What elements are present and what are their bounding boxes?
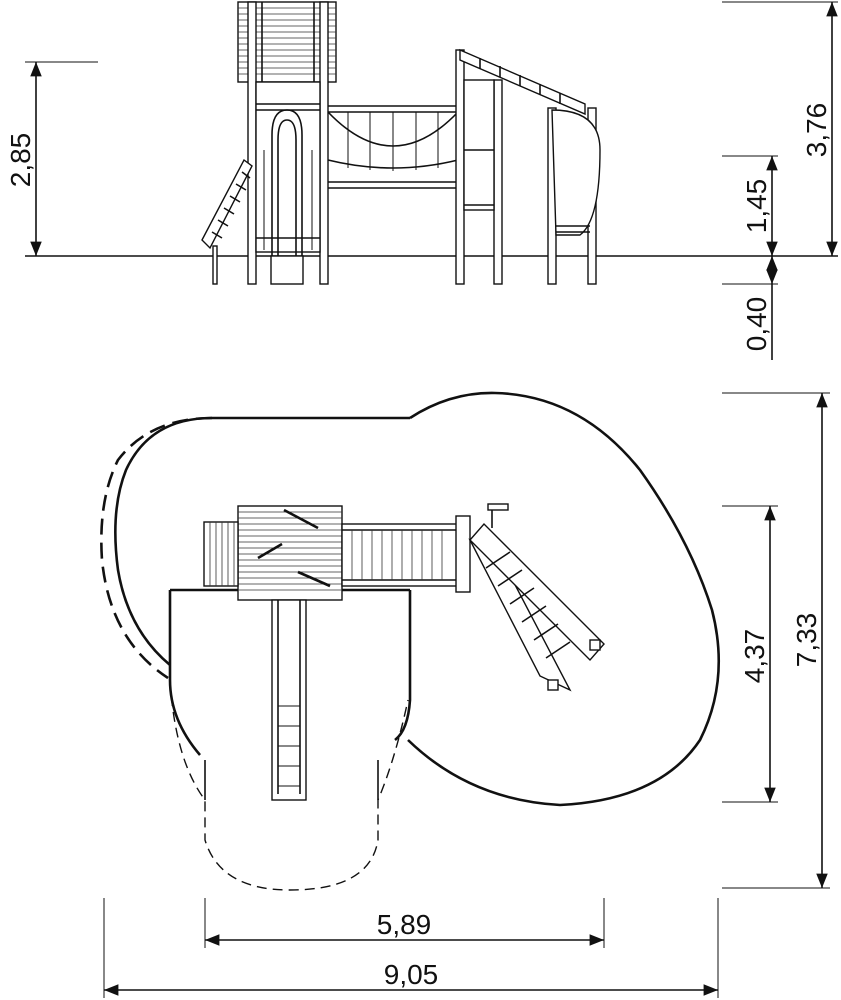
label-total-height: 3,76 (801, 103, 832, 158)
label-free-fall-height: 1,45 (741, 179, 772, 234)
plan-monkey-bars (468, 503, 605, 692)
label-total-depth: 7,33 (791, 613, 822, 668)
dimension-total-width: 9,05 (103, 898, 719, 998)
plan-ladder (203, 521, 239, 587)
label-total-width: 9,05 (384, 959, 439, 990)
dimension-total-depth: 7,33 (722, 392, 830, 889)
dimension-inner-depth: 4,37 (722, 505, 778, 803)
plan-bridge (341, 515, 471, 593)
label-platform-height: 2,85 (5, 133, 36, 188)
plan-slide (271, 599, 307, 801)
dimension-foundation-depth: 0,40 (722, 255, 778, 360)
climbing-panel (547, 107, 601, 285)
dimension-inner-width: 5,89 (204, 898, 605, 948)
dimension-total-height: 3,76 (722, 1, 838, 256)
safety-zone-outline (394, 391, 720, 807)
elevation-view: 2,85 3,76 1,45 0,40 (5, 1, 838, 360)
second-tower (455, 49, 503, 285)
bridge (327, 105, 459, 189)
platform-deck (237, 505, 343, 601)
monkey-bars (459, 48, 586, 116)
label-inner-depth: 4,37 (739, 629, 770, 684)
climbing-ladder (201, 158, 253, 285)
foundations (270, 255, 304, 285)
label-inner-width: 5,89 (377, 909, 432, 940)
dimension-free-fall-height: 1,45 (722, 155, 778, 256)
slide-zone-outline (169, 679, 409, 891)
tower (247, 1, 329, 285)
label-foundation-depth: 0,40 (741, 297, 772, 352)
dimension-platform-height: 2,85 (5, 61, 98, 256)
plan-view: 4,37 7,33 5,89 9,05 (100, 391, 830, 998)
